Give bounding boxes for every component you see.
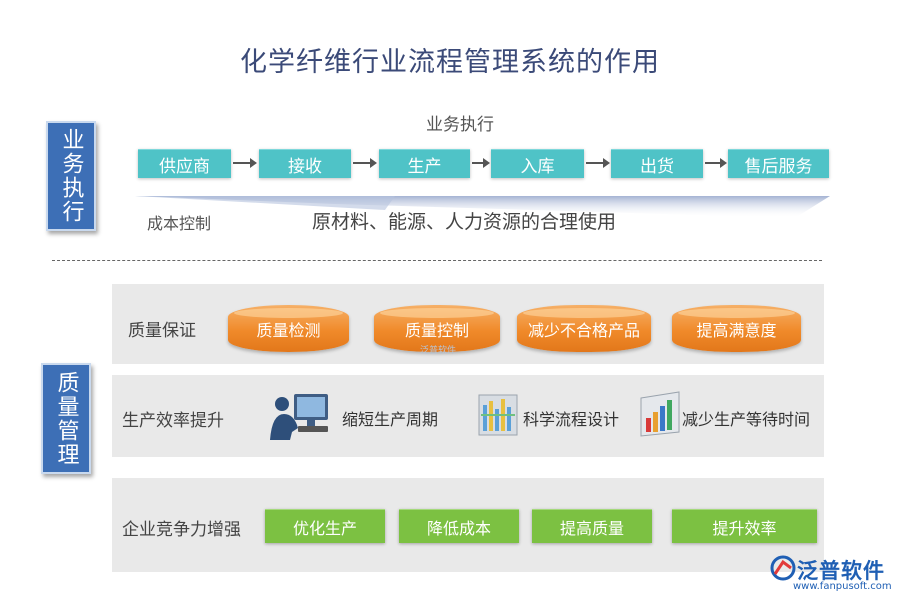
flow-step-production: 生产 — [379, 149, 470, 178]
section-divider — [52, 260, 822, 261]
oval-reduce-defects: 减少不合格产品 — [517, 305, 651, 352]
flow-step-warehousing: 入库 — [491, 149, 584, 178]
cost-control-label: 成本控制 — [147, 214, 212, 233]
colored-bar-chart-icon — [640, 391, 680, 437]
flow-step-supplier: 供应商 — [138, 149, 231, 178]
green-box-reduce-cost: 降低成本 — [399, 509, 519, 543]
oval-improve-satisfaction: 提高满意度 — [672, 305, 801, 352]
logo-url: www.fanpusoft.com — [793, 581, 892, 592]
flow-step-after-sales: 售后服务 — [728, 149, 829, 178]
row-label-competitiveness: 企业竞争力增强 — [122, 520, 241, 540]
oval-quality-control: 质量控制 — [374, 305, 500, 352]
flow-arrow — [472, 158, 490, 168]
logo-watermark: 泛普软件 — [420, 346, 457, 356]
green-box-optimize-production: 优化生产 — [265, 509, 385, 543]
efficiency-item-reduce-waiting: 减少生产等待时间 — [682, 410, 811, 429]
computer-user-icon — [270, 394, 328, 440]
cost-wedge-shape — [135, 196, 830, 218]
efficiency-item-process-design: 科学流程设计 — [523, 410, 620, 429]
flow-step-receive: 接收 — [259, 149, 351, 178]
fanpu-logo-icon — [770, 555, 796, 581]
page-title: 化学纤维行业流程管理系统的作用 — [240, 47, 660, 78]
row-label-quality-assurance: 质量保证 — [128, 321, 196, 341]
cost-control-text: 原材料、能源、人力资源的合理使用 — [312, 211, 617, 233]
side-label-quality-management: 质量管理 — [41, 363, 91, 474]
logo-name: 泛普软件 — [797, 559, 885, 583]
efficiency-item-shorten-cycle: 缩短生产周期 — [342, 410, 439, 429]
bar-chart-icon — [478, 394, 518, 436]
panel-efficiency — [112, 375, 824, 457]
green-box-improve-quality: 提高质量 — [532, 509, 652, 543]
flow-arrow — [353, 158, 377, 168]
row-label-efficiency: 生产效率提升 — [122, 411, 224, 431]
flow-arrow — [705, 158, 727, 168]
flow-step-shipping: 出货 — [611, 149, 703, 178]
side-label-business-execution: 业务执行 — [46, 121, 96, 231]
execution-header: 业务执行 — [426, 115, 494, 135]
green-box-raise-efficiency: 提升效率 — [672, 509, 817, 543]
flow-arrow — [233, 158, 257, 168]
oval-quality-inspection: 质量检测 — [228, 305, 349, 352]
flow-arrow — [586, 158, 610, 168]
